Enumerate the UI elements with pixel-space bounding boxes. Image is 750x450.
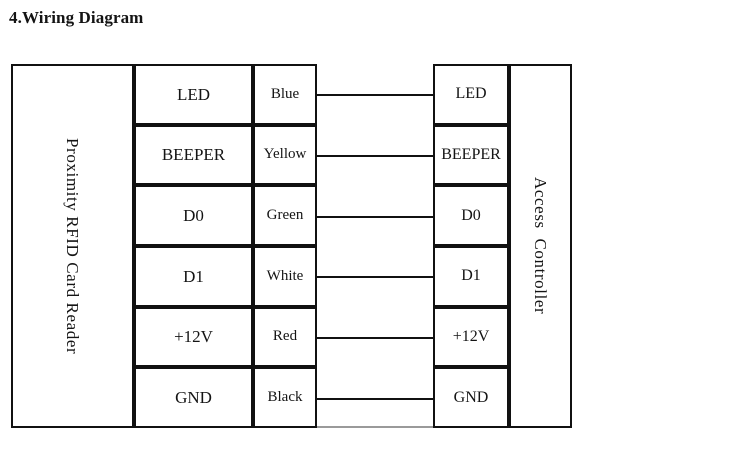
right-signal-cell-label: D1 xyxy=(461,267,481,285)
wire-black xyxy=(317,398,433,400)
right-signal-cell-label: GND xyxy=(453,388,489,406)
left-device-panel: Proximity RFID Card Reader xyxy=(11,64,134,428)
left-signal-cell: LED xyxy=(134,64,253,125)
wire-color-cell-label: Blue xyxy=(270,85,300,102)
wire-color-cell: Blue xyxy=(253,64,317,125)
left-signal-cell-label: D1 xyxy=(183,266,204,286)
left-signal-cell: GND xyxy=(134,367,253,428)
right-signal-cell-label: LED xyxy=(455,85,487,103)
wire-color-cell: White xyxy=(253,246,317,307)
left-signal-cell: D0 xyxy=(134,185,253,246)
wire-color-cell: Red xyxy=(253,306,317,368)
left-signal-cell-label: D0 xyxy=(183,206,204,226)
wire-color-cell-label: White xyxy=(266,267,304,284)
wire-bundle xyxy=(317,64,433,428)
left-device-label: Proximity RFID Card Reader xyxy=(63,137,82,355)
left-signal-cell: +12V xyxy=(134,306,253,368)
wire-blue xyxy=(317,94,433,96)
wire-color-cell-label: Black xyxy=(267,389,303,406)
left-signal-cell-label: BEEPER xyxy=(161,145,226,165)
left-signal-cell: D1 xyxy=(134,246,253,307)
wire-color-cell: Yellow xyxy=(253,124,317,186)
wire-color-cell: Black xyxy=(253,367,317,428)
right-signal-cell: BEEPER xyxy=(433,124,509,186)
left-signal-cell-label: +12V xyxy=(174,327,213,347)
wire-color-cell-label: Yellow xyxy=(263,146,307,163)
left-signal-cell-label: LED xyxy=(176,84,211,104)
wire-white xyxy=(317,276,433,278)
wire-green xyxy=(317,216,433,218)
right-signal-cell-label: BEEPER xyxy=(441,145,501,163)
left-signal-cell: BEEPER xyxy=(134,124,253,186)
right-signal-cell: GND xyxy=(433,367,509,428)
right-signal-cell: D1 xyxy=(433,246,509,307)
wire-color-cell-label: Green xyxy=(266,207,304,224)
left-signal-cell-label: GND xyxy=(175,388,212,408)
gap-bottom-edge xyxy=(317,426,433,428)
wire-color-cell: Green xyxy=(253,185,317,246)
right-device-label: Access Controller xyxy=(531,177,550,315)
right-signal-cell-label: D0 xyxy=(461,206,481,224)
wire-yellow xyxy=(317,155,433,157)
page-title: 4.Wiring Diagram xyxy=(9,8,144,27)
right-signal-cell-label: +12V xyxy=(452,327,490,345)
right-signal-cell: +12V xyxy=(433,306,509,368)
right-signal-cell: D0 xyxy=(433,185,509,246)
right-signal-cell: LED xyxy=(433,64,509,125)
wire-red xyxy=(317,337,433,339)
right-device-panel: Access Controller xyxy=(509,64,572,428)
wire-color-cell-label: Red xyxy=(272,328,298,345)
